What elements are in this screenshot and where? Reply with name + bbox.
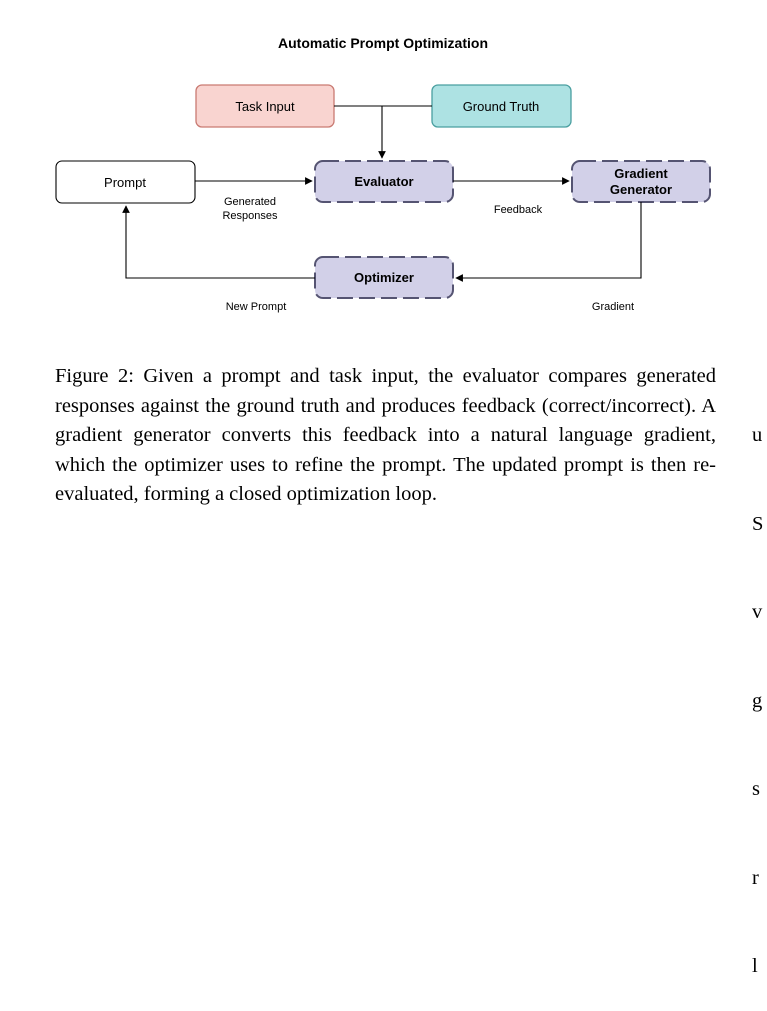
clipped-line: s [752, 778, 760, 800]
diagram: Automatic Prompt Optimization Task Input… [55, 35, 711, 313]
clipped-line: r [752, 866, 759, 889]
caption-text: Given a prompt and task input, the evalu… [55, 365, 717, 505]
optimizer-node: Optimizer [314, 256, 454, 299]
clipped-line: g [752, 689, 763, 712]
evaluator-node: Evaluator [314, 160, 454, 203]
ground-truth-label: Ground Truth [463, 99, 540, 114]
clipped-line: l [752, 955, 758, 977]
edge-label-responses: Responses [222, 210, 278, 222]
caption-label: Figure 2: [55, 365, 134, 387]
task-input-label: Task Input [235, 99, 295, 114]
clipped-line: u [752, 424, 763, 446]
diagram-title: Automatic Prompt Optimization [278, 35, 488, 51]
prompt-box [55, 160, 196, 204]
edge-gradient-generator-to-optimizer [455, 202, 642, 282]
evaluator-label: Evaluator [354, 174, 413, 189]
ground-truth-node: Ground Truth [431, 84, 572, 128]
gradient-generator-label-line2: Generator [610, 182, 672, 197]
edge-optimizer-to-prompt [122, 205, 315, 279]
gradient-generator-label-line1: Gradient [614, 166, 668, 181]
clipped-line: v [752, 601, 763, 623]
clipped-line: S [752, 512, 764, 535]
edge-label-gradient: Gradient [592, 301, 634, 313]
edge-label-feedback: Feedback [494, 204, 543, 216]
edge-label-generated: Generated [224, 196, 276, 208]
edge-label-new-prompt: New Prompt [226, 301, 287, 313]
edge-task-input-to-evaluator [334, 105, 386, 159]
gradient-generator-node: Gradient Generator [571, 160, 711, 203]
prompt-label: Prompt [104, 175, 146, 190]
optimizer-label: Optimizer [354, 270, 414, 285]
prompt-node: Prompt [55, 160, 196, 204]
figure-caption: Figure 2: Given a prompt and task input,… [55, 362, 716, 510]
clipped-adjacent-column: u S v g s r l [752, 362, 767, 1011]
task-input-node: Task Input [195, 84, 335, 128]
